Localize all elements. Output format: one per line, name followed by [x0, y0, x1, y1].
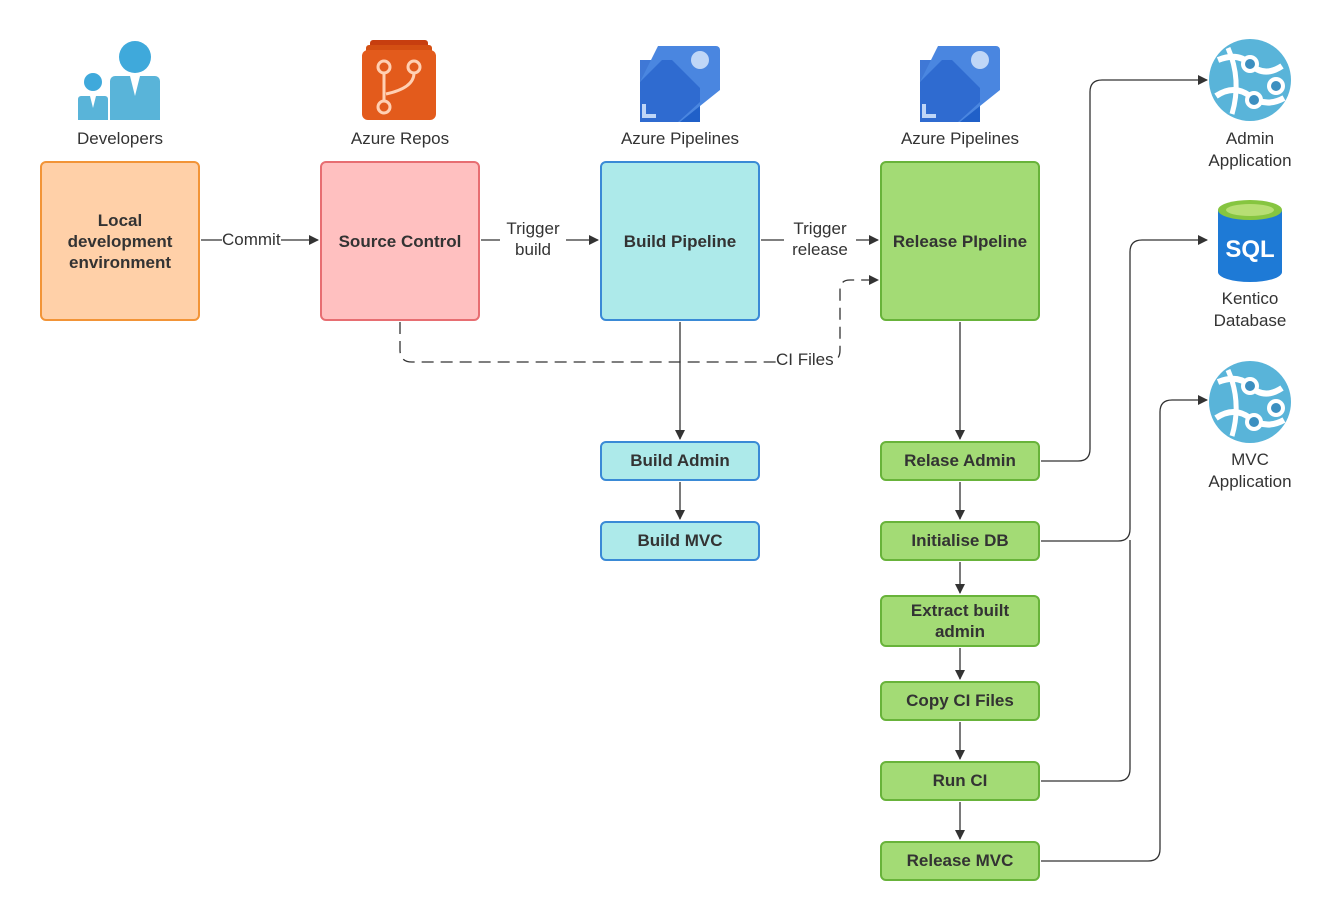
edge-runci-to-sql — [1041, 540, 1131, 782]
run-ci-label: Run CI — [932, 771, 988, 790]
initialise-db-box: Initialise DB — [880, 521, 1040, 561]
build-pipeline-label: Build Pipeline — [623, 231, 737, 251]
extract-built-admin-label: Extract built admin — [910, 601, 1010, 641]
developers-icon — [78, 41, 160, 120]
local-env-label: Local development environment — [67, 210, 173, 272]
initialise-db-label: Initialise DB — [911, 531, 1009, 550]
copy-ci-files-box: Copy CI Files — [880, 681, 1040, 721]
mvc-application-label-line2: Application — [1208, 472, 1292, 491]
admin-application-label-line1: Admin — [1225, 129, 1275, 148]
azure-pipelines-build-label: Azure Pipelines — [620, 129, 740, 148]
trigger-build-label-line2: build — [500, 239, 566, 260]
release-mvc-box: Release MVC — [880, 841, 1040, 881]
azure-app-service-icon — [1209, 361, 1291, 443]
mvc-application-label-line1: MVC — [1231, 450, 1269, 469]
source-control-box: Source Control — [320, 161, 480, 321]
commit-label: Commit — [222, 229, 281, 250]
edge-to-admin-app — [1041, 75, 1208, 462]
edge-initdb-to-sql — [1041, 235, 1208, 542]
azure-pipelines-release-label: Azure Pipelines — [900, 129, 1020, 148]
run-ci-box: Run CI — [880, 761, 1040, 801]
edge-to-mvc-app — [1041, 395, 1208, 862]
sql-database-icon: SQL — [1218, 200, 1282, 282]
release-pipeline-box: Release PIpeline — [880, 161, 1040, 321]
copy-ci-files-label: Copy CI Files — [906, 691, 1014, 710]
kentico-database-label-line1: Kentico — [1221, 289, 1279, 308]
edge-ci-files — [399, 275, 879, 363]
kentico-database-label-line2: Database — [1213, 311, 1287, 330]
build-admin-label: Build Admin — [630, 451, 730, 470]
release-admin-label: Relase Admin — [904, 451, 1016, 470]
azure-repos-icon — [362, 40, 436, 120]
release-pipeline-label: Release PIpeline — [892, 231, 1028, 251]
sql-label: SQL — [1225, 236, 1274, 263]
build-mvc-box: Build MVC — [600, 521, 760, 561]
developers-label: Developers — [77, 129, 163, 148]
build-mvc-label: Build MVC — [637, 531, 723, 550]
release-mvc-label: Release MVC — [906, 851, 1014, 870]
trigger-release-label-line2: release — [784, 239, 856, 260]
extract-built-admin-box: Extract built admin — [880, 595, 1040, 647]
release-admin-box: Relase Admin — [880, 441, 1040, 481]
build-admin-box: Build Admin — [600, 441, 760, 481]
admin-application-label-line2: Application — [1208, 151, 1292, 170]
azure-pipelines-icon — [640, 46, 720, 122]
azure-app-service-icon — [1209, 39, 1291, 121]
build-pipeline-box: Build Pipeline — [600, 161, 760, 321]
ci-files-label: CI Files — [776, 349, 834, 370]
azure-repos-label: Azure Repos — [350, 129, 450, 148]
trigger-release-label-line1: Trigger — [784, 218, 856, 239]
azure-pipelines-icon — [920, 46, 1000, 122]
trigger-build-label-line1: Trigger — [500, 218, 566, 239]
local-env-box: Local development environment — [40, 161, 200, 321]
source-control-label: Source Control — [338, 231, 462, 251]
